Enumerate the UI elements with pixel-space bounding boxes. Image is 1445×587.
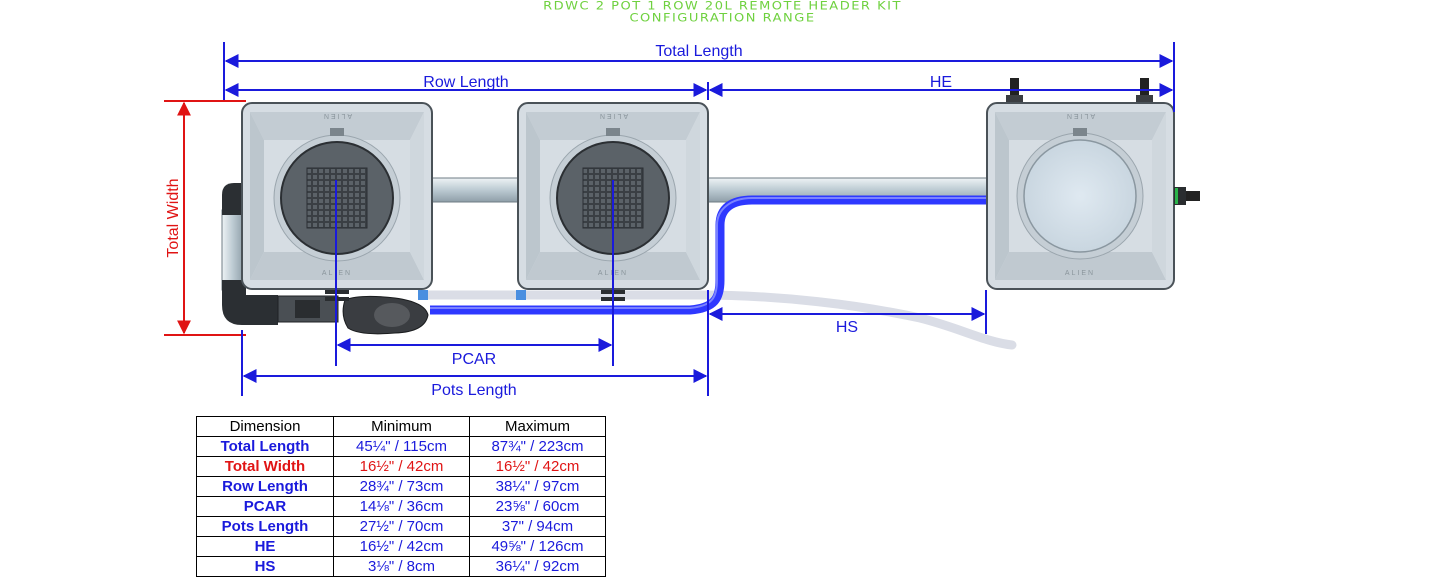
row-max: 36¼" / 92cm xyxy=(469,556,606,577)
row-max: 23⅝" / 60cm xyxy=(469,496,606,517)
row-min: 16½" / 42cm xyxy=(333,456,470,477)
row-max: 16½" / 42cm xyxy=(469,456,606,477)
row-name: Row Length xyxy=(196,476,334,497)
header-maximum: Maximum xyxy=(469,416,606,437)
row-min: 16½" / 42cm xyxy=(333,536,470,557)
row-name: Total Width xyxy=(196,456,334,477)
table-row: Pots Length 27½" / 70cm 37" / 94cm xyxy=(196,516,606,537)
bottom-elbow xyxy=(222,280,278,325)
he-label: HE xyxy=(930,74,952,91)
hs-label: HS xyxy=(836,319,858,336)
dimensions-table: Dimension Minimum Maximum Total Length 4… xyxy=(196,416,606,577)
table-row: HS 3⅛" / 8cm 36¼" / 92cm xyxy=(196,556,606,577)
table-header-row: Dimension Minimum Maximum xyxy=(196,416,606,437)
row-name: HE xyxy=(196,536,334,557)
title-line-1: RDWC 2 POT 1 ROW 20L REMOTE HEADER KIT xyxy=(543,0,902,13)
diagram-title: RDWC 2 POT 1 ROW 20L REMOTE HEADER KIT C… xyxy=(0,1,1445,25)
row-min: 27½" / 70cm xyxy=(333,516,470,537)
pot-1-brand-top: ALIEN xyxy=(322,112,352,119)
table-row: Total Length 45¼" / 115cm 87¾" / 223cm xyxy=(196,436,606,457)
title-line-2: CONFIGURATION RANGE xyxy=(629,12,816,25)
kit-diagram: ALIEN ALIEN ALIEN ALIEN ALIEN ALIEN xyxy=(164,42,1200,399)
row-max: 38¼" / 97cm xyxy=(469,476,606,497)
row-min: 45¼" / 115cm xyxy=(333,436,470,457)
header-pot: ALIEN ALIEN xyxy=(986,78,1200,290)
table-row: HE 16½" / 42cm 49⅝" / 126cm xyxy=(196,536,606,557)
table-row: Total Width 16½" / 42cm 16½" / 42cm xyxy=(196,456,606,477)
row-name: PCAR xyxy=(196,496,334,517)
pot-2-brand-top: ALIEN xyxy=(598,112,628,119)
left-return-pipe xyxy=(221,209,245,291)
header-pot-brand-bottom: ALIEN xyxy=(1065,270,1095,277)
row-min: 3⅛" / 8cm xyxy=(333,556,470,577)
row-length-label: Row Length xyxy=(423,74,508,91)
row-name: Pots Length xyxy=(196,516,334,537)
row-min: 14⅛" / 36cm xyxy=(333,496,470,517)
header-pot-brand-top: ALIEN xyxy=(1065,112,1095,119)
row-min: 28¾" / 73cm xyxy=(333,476,470,497)
blue-hose xyxy=(430,195,988,315)
row-name: HS xyxy=(196,556,334,577)
total-width-label: Total Width xyxy=(165,178,182,257)
pcar-label: PCAR xyxy=(452,351,496,368)
table-row: Row Length 28¾" / 73cm 38¼" / 97cm xyxy=(196,476,606,497)
row-max: 49⅝" / 126cm xyxy=(469,536,606,557)
row-name: Total Length xyxy=(196,436,334,457)
row-max: 37" / 94cm xyxy=(469,516,606,537)
total-length-label: Total Length xyxy=(655,43,742,60)
table-row: PCAR 14⅛" / 36cm 23⅝" / 60cm xyxy=(196,496,606,517)
header-dimension: Dimension xyxy=(196,416,334,437)
top-elbow xyxy=(222,183,246,215)
header-minimum: Minimum xyxy=(333,416,470,437)
row-max: 87¾" / 223cm xyxy=(469,436,606,457)
pots-length-label: Pots Length xyxy=(431,382,516,399)
